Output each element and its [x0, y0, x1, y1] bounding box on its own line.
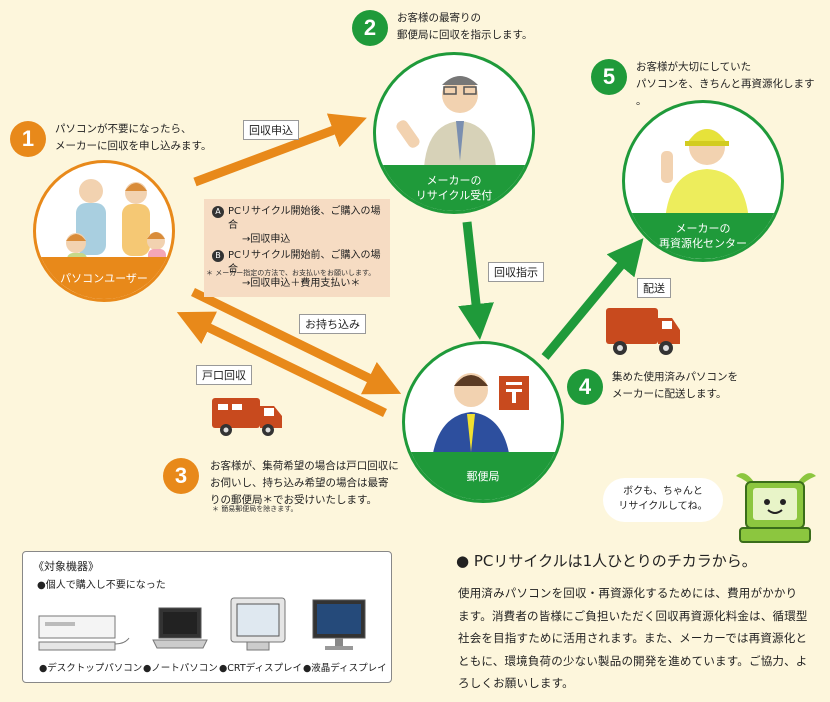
recycle-center-node: メーカーの再資源化センター [622, 100, 784, 262]
step-2-number: 2 [352, 10, 388, 46]
delivery-truck-icon [606, 308, 680, 355]
note-a-line2: →回収申込 [242, 234, 291, 245]
devices-subheading: ●個人で購入し不要になった [37, 580, 166, 591]
user-label: パソコンユーザー [36, 257, 172, 299]
body-paragraph: 使用済みパソコンを回収・再資源化するためには、費用がかかります。消費者の皆様にご… [458, 586, 808, 690]
step-3-text: お客様が、集荷希望の場合は戸口回収に お伺いし、持ち込み希望の場合は最寄 りの郵… [210, 460, 399, 506]
note-b-badge: B [212, 250, 224, 262]
headline: ● PCリサイクルは1人ひとりのチカラから。 [456, 552, 757, 570]
maker-reception-node: メーカーのリサイクル受付 [373, 52, 535, 214]
mascot-speech-text: ボクも、ちゃんと リサイクルしてね。 [618, 486, 708, 512]
device-label-crt: ●CRTディスプレイ [219, 663, 302, 674]
device-label-desktop: ●デスクトップパソコン [39, 663, 143, 674]
note-b-line1: PCリサイクル開始前、ご購入の場合 [228, 250, 381, 275]
post-office-node: 郵便局 [402, 341, 564, 503]
payment-footnote: ＊ メーカー指定の方法で、お支払いをお願いします。 [206, 269, 376, 277]
payment-note-box: A PCリサイクル開始後、ご購入の場合 →回収申込 B PCリサイクル開始前、ご… [204, 199, 390, 297]
note-a-line1: PCリサイクル開始後、ご購入の場合 [228, 206, 381, 231]
note-a-badge: A [212, 206, 224, 218]
arrow-instruct [458, 221, 494, 340]
device-label-notebook: ●ノートパソコン [143, 663, 218, 674]
step-4-text: 集めた使用済みパソコンを メーカーに配送します。 [612, 371, 738, 400]
arrow-door-pickup [176, 311, 387, 418]
device-label-lcd: ●液晶ディスプレイ [303, 663, 387, 674]
arrow-carry-in [191, 287, 402, 395]
user-node: パソコンユーザー [33, 160, 175, 302]
step-1-number: 1 [10, 121, 46, 157]
notebook-pc-icon [152, 607, 208, 649]
arrow-deliver [541, 238, 644, 360]
label-instruct: 回収指示 [488, 262, 544, 282]
worker-illustration [661, 129, 749, 221]
step-5-text: お客様が大切にしていた パソコンを、きちんと再資源化します 。 [636, 61, 815, 107]
step-3-number: 3 [163, 458, 199, 494]
label-apply: 回収申込 [243, 120, 299, 140]
desktop-pc-icon [38, 615, 130, 651]
pc-mascot-illustration [736, 473, 816, 543]
step-1-text: パソコンが不要になったら、 メーカーに回収を申し込みます。 [55, 123, 212, 152]
step-2-text: お客様の最寄りの 郵便局に回収を指示します。 [397, 12, 533, 41]
receptionist-illustration [396, 76, 496, 167]
target-devices-box: 《対象機器》 ●個人で購入し不要になった ●デスクトップパソコン ●ノートパソコ… [22, 551, 392, 683]
maker-reception-label: メーカーのリサイクル受付 [376, 165, 532, 211]
step-4-number: 4 [567, 369, 603, 405]
recycle-center-label: メーカーの再資源化センター [625, 213, 781, 259]
label-door-pickup: 戸口回収 [196, 365, 252, 385]
devices-heading: 《対象機器》 [33, 560, 99, 573]
crt-display-icon [230, 597, 286, 651]
post-office-label: 郵便局 [405, 452, 561, 500]
arrow-apply [193, 113, 367, 187]
label-carry-in: お持ち込み [299, 314, 366, 334]
note-b-line2: →回収申込＋費用支払い＊ [242, 278, 361, 289]
lcd-display-icon [312, 599, 366, 650]
note-b: B PCリサイクル開始前、ご購入の場合 →回収申込＋費用支払い＊ [212, 249, 382, 291]
step-5-number: 5 [591, 59, 627, 95]
note-a: A PCリサイクル開始後、ご購入の場合 →回収申込 [212, 205, 382, 247]
pickup-truck-icon [212, 398, 282, 436]
step-3-footnote: ＊ 簡易郵便局を除きます。 [212, 505, 298, 513]
label-deliver: 配送 [637, 278, 671, 298]
mascot-speech-bubble: ボクも、ちゃんと リサイクルしてね。 [603, 478, 723, 522]
